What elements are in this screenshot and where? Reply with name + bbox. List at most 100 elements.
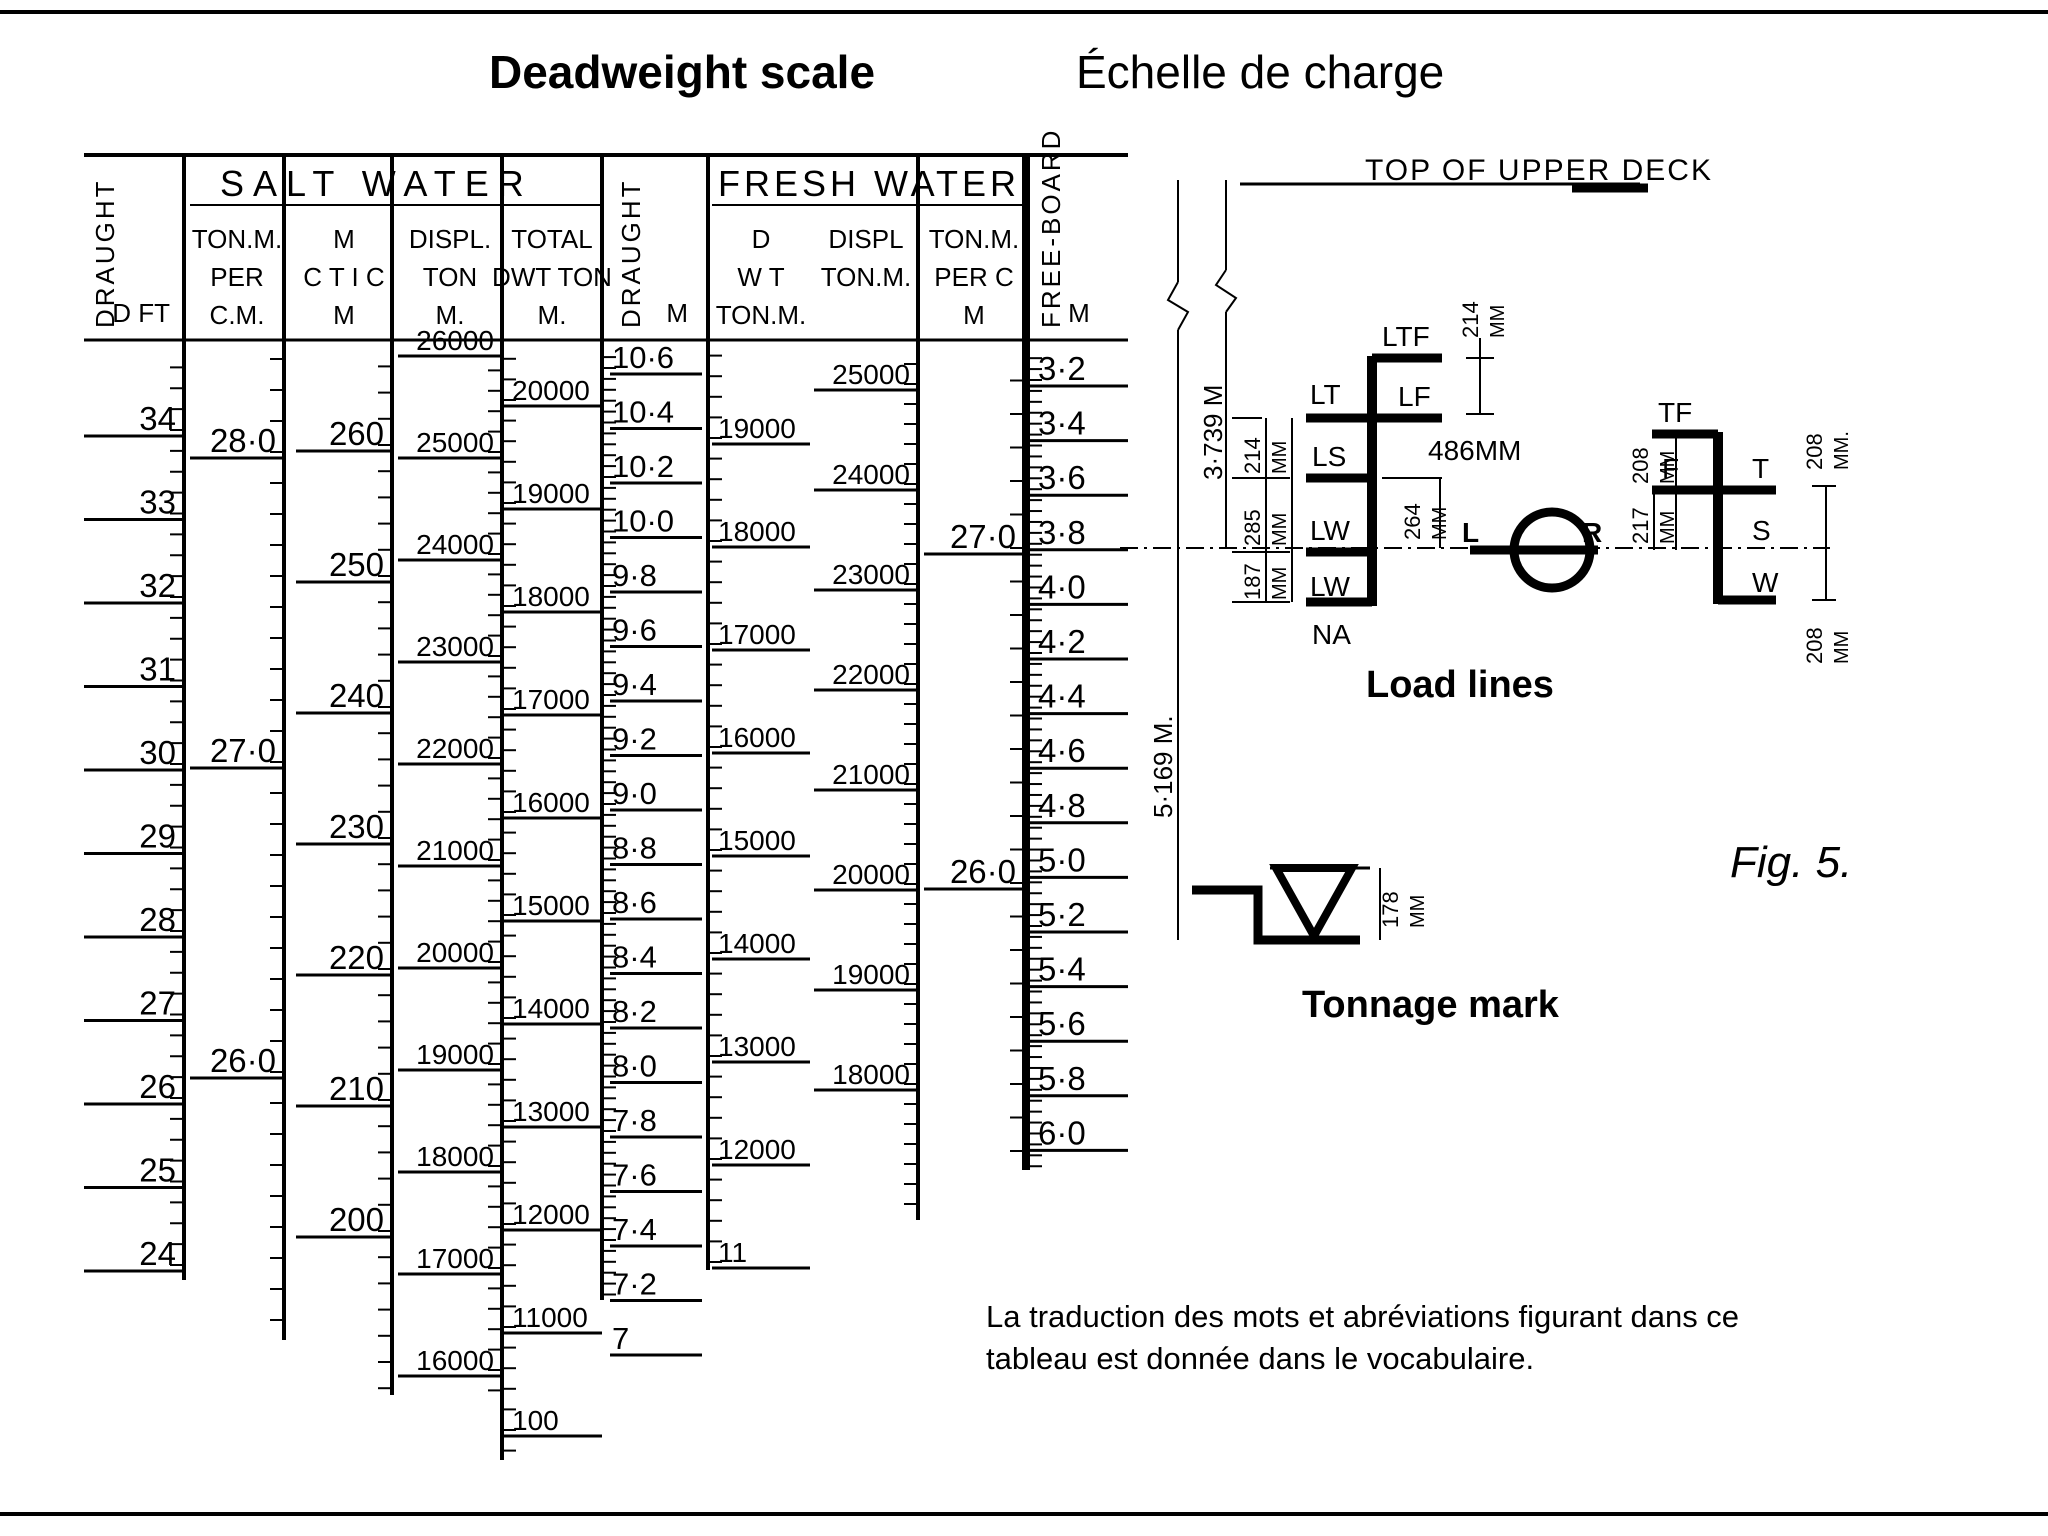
draught-ft-label: 31 <box>139 651 176 688</box>
freeboard-label: 5·6 <box>1038 1005 1086 1042</box>
fresh-displ-header-1: TON.M. <box>821 262 912 292</box>
salt-dwt-header-1: DWT TON <box>492 262 612 292</box>
load-lines-labels: LTF LT LF LS LW LW NA L R TF F T S W 486… <box>1240 301 1853 928</box>
fresh-dwt-label: 15000 <box>718 825 796 856</box>
fresh-tpc-header-1: PER C <box>934 262 1013 292</box>
draught-m-label: 9·0 <box>612 776 657 811</box>
freeboard-subheader: M <box>1068 298 1090 328</box>
salt-tpc-label: 27·0 <box>210 732 276 769</box>
fresh-tpc-label: 26·0 <box>950 853 1016 890</box>
draught-m-label: 9·6 <box>612 613 657 648</box>
salt-dwt-label: 19000 <box>512 478 590 509</box>
mark-lw: LW <box>1310 515 1350 546</box>
draught-m-label: 8·4 <box>612 940 657 975</box>
draught-m-label: 9·8 <box>612 558 657 593</box>
dim-187-mm: MM <box>1269 567 1291 600</box>
freeboard-label: 6·0 <box>1038 1114 1086 1151</box>
draught-ft-label: 32 <box>139 567 176 604</box>
salt-mct-header-1: C T I C <box>303 262 384 292</box>
salt-dwt-label: 14000 <box>512 993 590 1024</box>
salt-displ-header-0: DISPL. <box>409 224 491 254</box>
dim-214-top-mm: MM <box>1487 305 1509 338</box>
salt-dwt-label: 18000 <box>512 581 590 612</box>
mark-lf: LF <box>1398 381 1431 412</box>
freeboard-label: 4·4 <box>1038 678 1086 715</box>
draught-m-label: 10·4 <box>612 395 674 430</box>
salt-displ-label: 17000 <box>416 1243 494 1274</box>
top-deck-label: TOP OF UPPER DECK <box>1365 154 1713 187</box>
draught-m-label: 9·2 <box>612 722 657 757</box>
draught-m-header: DRAUGHT <box>616 178 646 328</box>
salt-displ-label: 20000 <box>416 937 494 968</box>
draught-ft-label: 24 <box>139 1235 176 1272</box>
title-french: Échelle de charge <box>1076 46 1445 98</box>
draught-m-label: 9·4 <box>612 667 657 702</box>
tonnage-mark-caption: Tonnage mark <box>1302 984 1559 1026</box>
fresh-displ-label: 19000 <box>832 959 910 990</box>
salt-water-label: SALT WATER <box>220 163 533 204</box>
salt-dwt-label: 17000 <box>512 684 590 715</box>
dim-208-left: 208 <box>1628 447 1653 484</box>
salt-displ-label: 16000 <box>416 1345 494 1376</box>
dim-214-left-mm: MM <box>1269 441 1291 474</box>
mark-ls: LS <box>1312 441 1346 472</box>
fresh-dwt-label: 14000 <box>718 928 796 959</box>
draught-m-label: 10·2 <box>612 449 674 484</box>
freeboard-label: 3·8 <box>1038 514 1086 551</box>
freeboard-label: 4·6 <box>1038 732 1086 769</box>
fresh-dwt-label: 13000 <box>718 1031 796 1062</box>
dim-178-mm: MM <box>1407 895 1429 928</box>
draught-ft-label: 25 <box>139 1152 176 1189</box>
dim-208-right: 208 <box>1802 433 1827 470</box>
mark-tf: TF <box>1658 397 1692 428</box>
salt-mct-label: 220 <box>329 939 384 976</box>
dim-5169: 5·169 M. <box>1148 715 1178 818</box>
fresh-displ-label: 21000 <box>832 759 910 790</box>
freeboard-label: 3·2 <box>1038 350 1086 387</box>
fresh-displ-header-0: DISPL <box>828 224 903 254</box>
salt-displ-header-2: M. <box>436 300 465 330</box>
draught-m-label: 7·8 <box>612 1103 657 1138</box>
salt-dwt-label: 13000 <box>512 1096 590 1127</box>
draught-ft-label: 26 <box>139 1068 176 1105</box>
freeboard-label: 5·0 <box>1038 841 1086 878</box>
salt-tpc-header-1: PER <box>210 262 263 292</box>
dim-486: 486MM <box>1428 435 1521 466</box>
freeboard-label: 3·6 <box>1038 459 1086 496</box>
draught-m-label: 10·0 <box>612 504 674 539</box>
freeboard-label: 5·2 <box>1038 896 1086 933</box>
mark-f: F <box>1662 453 1679 484</box>
mark-t: T <box>1752 453 1769 484</box>
translation-note: La traduction des mots et abréviations f… <box>986 1296 1739 1380</box>
fresh-dwt-label: 18000 <box>718 516 796 547</box>
fresh-tpc-label: 27·0 <box>950 518 1016 555</box>
fresh-dwt-header-2: TON.M. <box>716 300 807 330</box>
salt-displ-label: 23000 <box>416 631 494 662</box>
draught-m-label: 10·6 <box>612 340 674 375</box>
fresh-dwt-label: 19000 <box>718 413 796 444</box>
dim-208-bottom-mm: MM <box>1831 631 1853 664</box>
freeboard-label: 4·8 <box>1038 787 1086 824</box>
salt-tpc-label: 26·0 <box>210 1042 276 1079</box>
dim-264-mm: MM <box>1429 507 1451 540</box>
dim-3739: 3·739 M <box>1198 385 1228 480</box>
draught-ft-label: 30 <box>139 734 176 771</box>
dim-187: 187 <box>1240 563 1265 600</box>
salt-displ-label: 21000 <box>416 835 494 866</box>
salt-displ-label: 26000 <box>416 325 494 356</box>
freeboard-label: 4·2 <box>1038 623 1086 660</box>
salt-tpc-header-0: TON.M. <box>192 224 283 254</box>
load-lines-diagram: TOP OF UPPER DECK 3·739 M 5·169 M. <box>1120 154 1836 945</box>
figure-label: Fig. 5. <box>1730 838 1853 887</box>
salt-dwt-label: 12000 <box>512 1199 590 1230</box>
draught-ft-subheader: D FT <box>112 298 170 328</box>
salt-displ-label: 24000 <box>416 529 494 560</box>
salt-mct-header-2: M <box>333 300 355 330</box>
mark-ltf: LTF <box>1382 321 1430 352</box>
load-lines-caption: Load lines <box>1366 664 1554 706</box>
salt-dwt-header-2: M. <box>538 300 567 330</box>
mark-lt: LT <box>1310 379 1341 410</box>
draught-ft-label: 27 <box>139 985 176 1022</box>
mark-r: R <box>1582 517 1602 548</box>
